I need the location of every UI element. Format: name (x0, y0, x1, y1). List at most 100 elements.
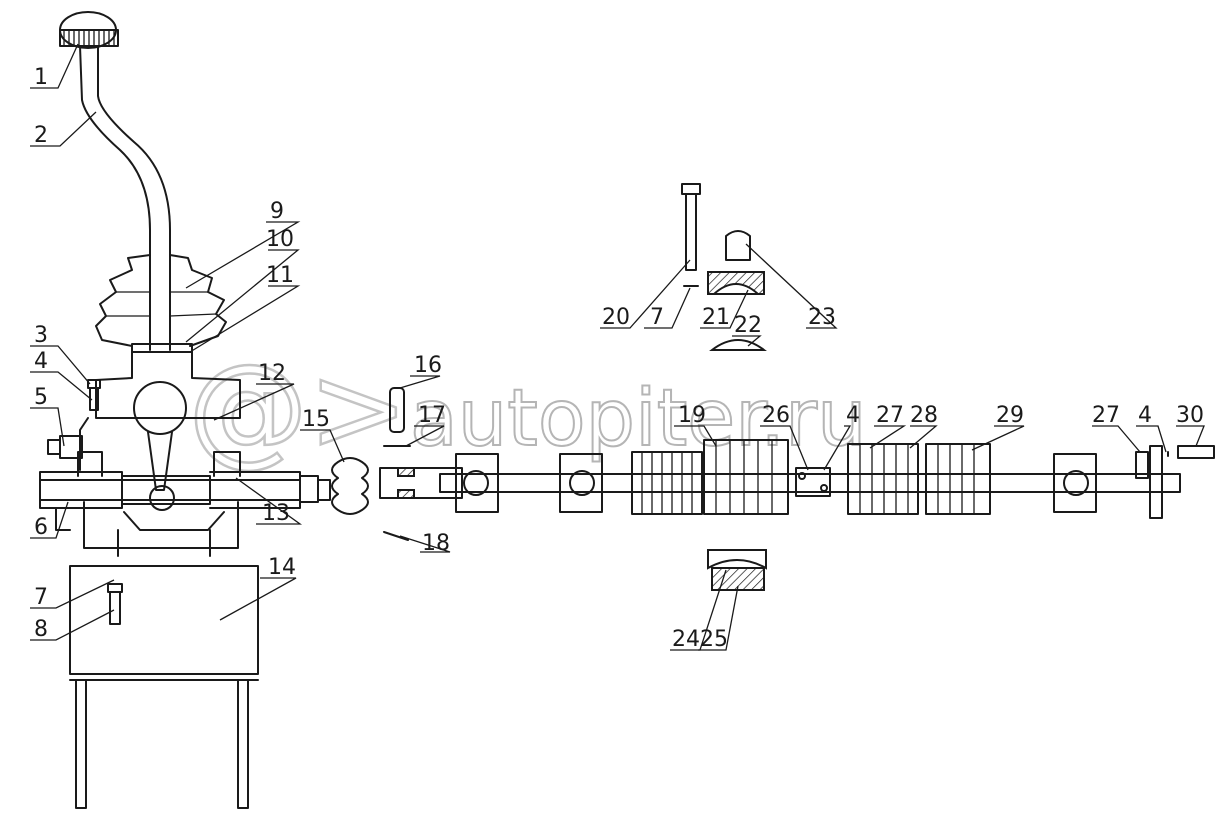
fitting-body (59, 435, 83, 459)
sleeve-body (379, 467, 463, 499)
u-joint-1 (455, 453, 499, 513)
callout-7-upper: 7 (650, 305, 664, 330)
lever-lower-stem (147, 431, 173, 491)
bolt-8-head (107, 583, 123, 593)
selector-shaft-left-end (39, 471, 123, 509)
bolt-8-shank (109, 591, 121, 625)
callout-20: 20 (602, 305, 630, 330)
u-joint-yoke (455, 453, 499, 513)
callout-1: 1 (34, 65, 48, 90)
callout-2: 2 (34, 123, 48, 148)
selector-shaft-middle (121, 475, 211, 505)
bolt-20-shank (685, 193, 697, 271)
u-joint-3 (1053, 453, 1097, 513)
watermark-text: autopiter.ru (410, 374, 867, 464)
bellows-19-right-ribs (715, 440, 773, 514)
gear-lever-assembly (59, 11, 171, 351)
bracket-parts-lower (707, 549, 767, 591)
callout-4-right: 4 (1138, 403, 1152, 428)
coupling-bellows-15 (331, 457, 369, 515)
clamp-half-22 (709, 339, 767, 351)
boot-folds (106, 291, 217, 317)
callout-3: 3 (34, 323, 48, 348)
callout-13: 13 (262, 501, 290, 526)
drive-shaft-tube (439, 473, 1181, 493)
coupling-sleeve (379, 387, 463, 541)
selector-shaft (39, 451, 331, 531)
callout-8: 8 (34, 617, 48, 642)
housing-lower-body (83, 501, 239, 549)
shift-tower-housing (79, 343, 241, 557)
callout-6: 6 (34, 515, 48, 540)
callout-23: 23 (808, 305, 836, 330)
tower-upper-flange (95, 351, 241, 419)
callout-7: 7 (34, 585, 48, 610)
callout-12: 12 (258, 361, 286, 386)
lever-rod-left (79, 45, 151, 351)
callout-14: 14 (268, 555, 296, 580)
u-joint-yoke (1053, 453, 1097, 513)
callout-21: 21 (702, 305, 730, 330)
nut-23 (725, 230, 751, 261)
selector-lug (77, 451, 103, 477)
grease-fitting-5 (47, 435, 83, 459)
clamp-bolt (798, 472, 806, 480)
bellows-19-ribs (641, 452, 693, 514)
bellows-19-left (631, 451, 703, 515)
stand-frame-14 (69, 565, 259, 809)
end-flange (1149, 445, 1163, 519)
callout-24: 24 (672, 627, 700, 652)
stand-leg-left (75, 679, 87, 809)
callout-25: 25 (700, 627, 728, 652)
sleeve-hatch-bottom (397, 489, 415, 499)
boot-retainer-ring (131, 343, 193, 353)
pin-16 (389, 387, 405, 433)
clamp-26 (795, 467, 831, 497)
u-joint-cross (1063, 470, 1089, 496)
bellows-15-body (331, 457, 369, 515)
callout-28: 28 (910, 403, 938, 428)
shaft-tip (317, 479, 331, 501)
sleeve-hatch-top (397, 467, 415, 477)
nut-27 (1135, 451, 1149, 479)
callout-5: 5 (34, 385, 48, 410)
bellows-27-28 (847, 443, 919, 515)
u-joint-yoke (559, 453, 603, 513)
part-6-bracket (55, 507, 71, 531)
bellows-19-right (703, 439, 789, 515)
bellows-29-ribs (937, 444, 975, 514)
rubber-boot (95, 254, 227, 347)
bracket-parts-upper (681, 183, 767, 351)
callout-15: 15 (302, 407, 330, 432)
leader-lines (30, 43, 1205, 651)
callout-11: 11 (266, 263, 294, 288)
callout-labels: 1 2 3 4 5 6 7 8 9 10 11 12 13 14 15 16 1… (34, 65, 1204, 652)
callout-27: 27 (876, 403, 904, 428)
u-joint-cross (463, 470, 489, 496)
u-joint-cross (569, 470, 595, 496)
watermark-logo: @> (188, 340, 409, 479)
callout-10: 10 (266, 227, 294, 252)
housing-cup (123, 511, 225, 531)
shaft-collar (299, 475, 319, 503)
stand-top-box (69, 565, 259, 675)
bellows-27-ribs (859, 444, 909, 514)
bellows-27-body (847, 443, 919, 515)
callout-16: 16 (414, 353, 442, 378)
cotter-pin-18 (383, 531, 409, 541)
shift-knob-grip (59, 29, 119, 47)
fitting-cap (47, 439, 61, 455)
housing-bolt-3-4 (87, 379, 101, 411)
clamp-24 (707, 549, 767, 570)
drive-shaft (439, 439, 1215, 519)
callout-17: 17 (418, 403, 446, 428)
bellows-19 (631, 439, 789, 515)
housing-left-wall (79, 417, 89, 471)
clamp-body (795, 467, 831, 497)
watermark: @> autopiter.ru (187, 339, 868, 481)
knob-knurling (63, 31, 115, 45)
callout-26: 26 (762, 403, 790, 428)
callout-19: 19 (678, 403, 706, 428)
